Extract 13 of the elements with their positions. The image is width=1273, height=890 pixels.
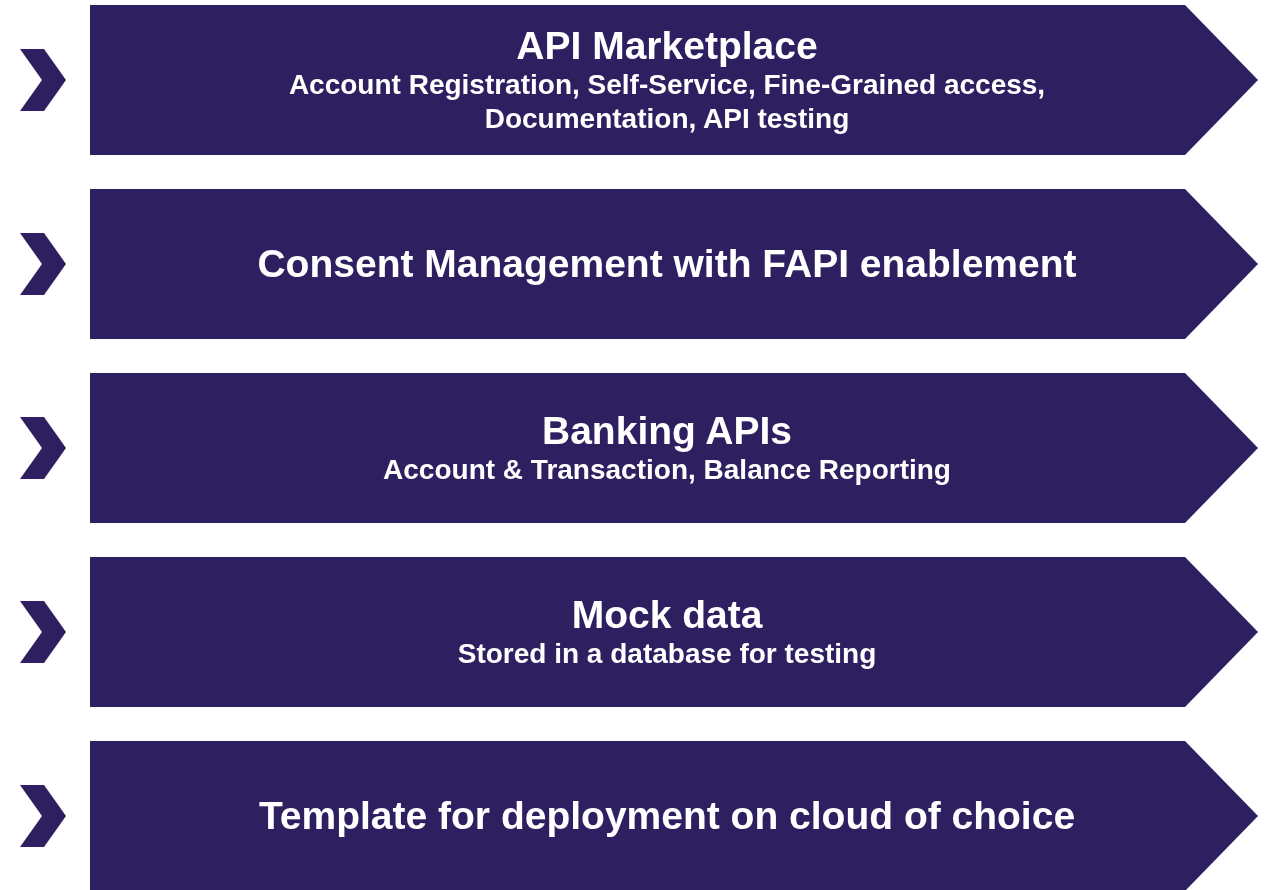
banner-title: Template for deployment on cloud of choice xyxy=(258,794,1076,838)
banner-title: Banking APIs xyxy=(542,409,792,453)
banner-subtitle: Account & Transaction, Balance Reporting xyxy=(383,453,951,487)
banner-title: Mock data xyxy=(571,593,763,637)
banner-title: API Marketplace xyxy=(516,24,818,68)
arrow-banner xyxy=(90,5,1258,155)
arrow-banner xyxy=(90,189,1258,339)
banner-title: Consent Management with FAPI enablement xyxy=(257,242,1077,286)
arrow-banner xyxy=(90,741,1258,890)
arrow-banner xyxy=(90,373,1258,523)
banner-subtitle: Account Registration, Self-Service, Fine-Grained access, Documentation, API testing xyxy=(287,68,1047,136)
arrow-banner xyxy=(90,557,1258,707)
banner-subtitle: Stored in a database for testing xyxy=(457,637,877,671)
